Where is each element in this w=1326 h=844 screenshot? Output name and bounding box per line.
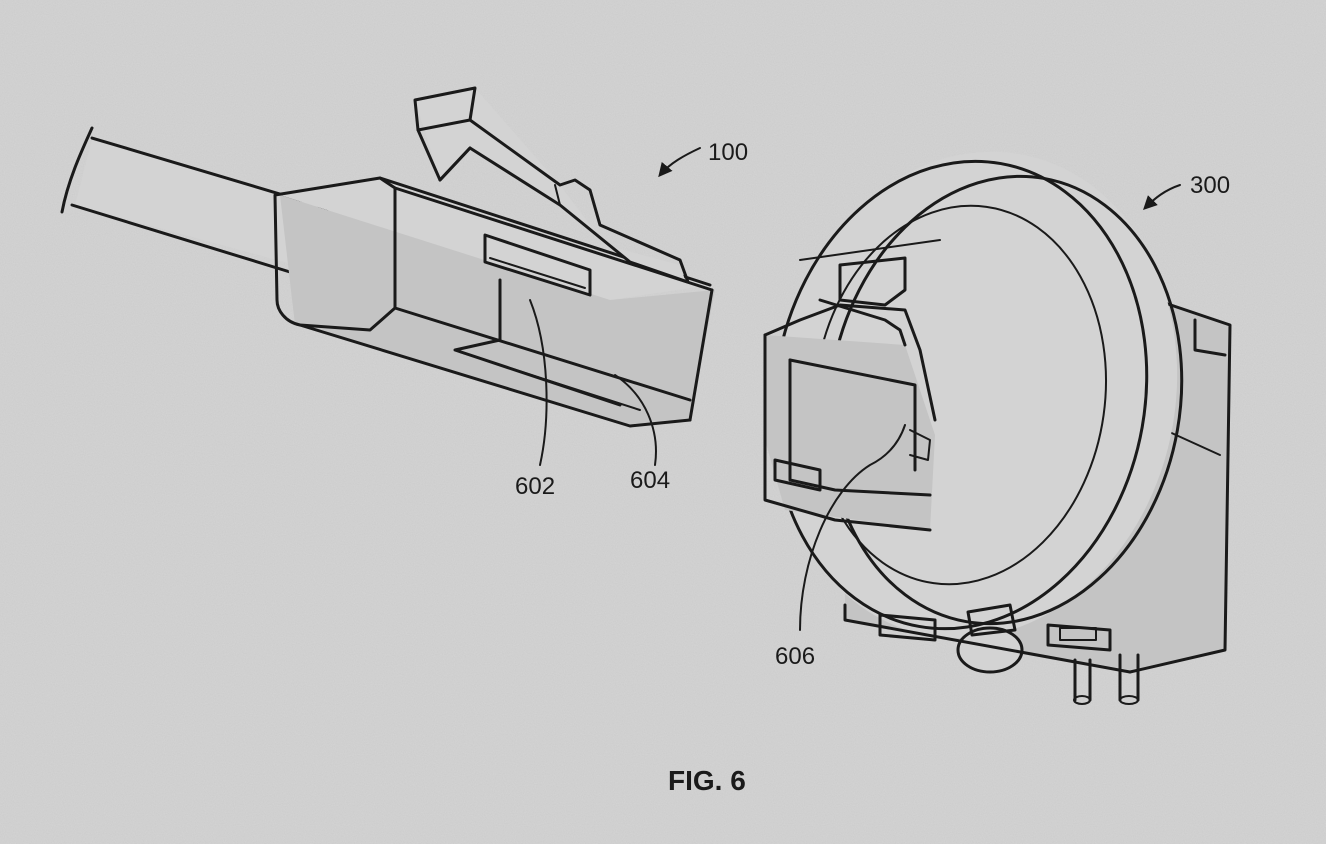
label-606: 606 xyxy=(775,643,815,670)
figure-title: FIG. 6 xyxy=(668,765,746,796)
leader-lines xyxy=(529,147,1181,631)
label-100: 100 xyxy=(708,139,748,166)
jack-receptacle xyxy=(763,151,1232,705)
label-602: 602 xyxy=(515,473,555,500)
label-604: 604 xyxy=(630,467,670,494)
label-300: 300 xyxy=(1190,172,1230,199)
plug-connector xyxy=(273,86,715,428)
